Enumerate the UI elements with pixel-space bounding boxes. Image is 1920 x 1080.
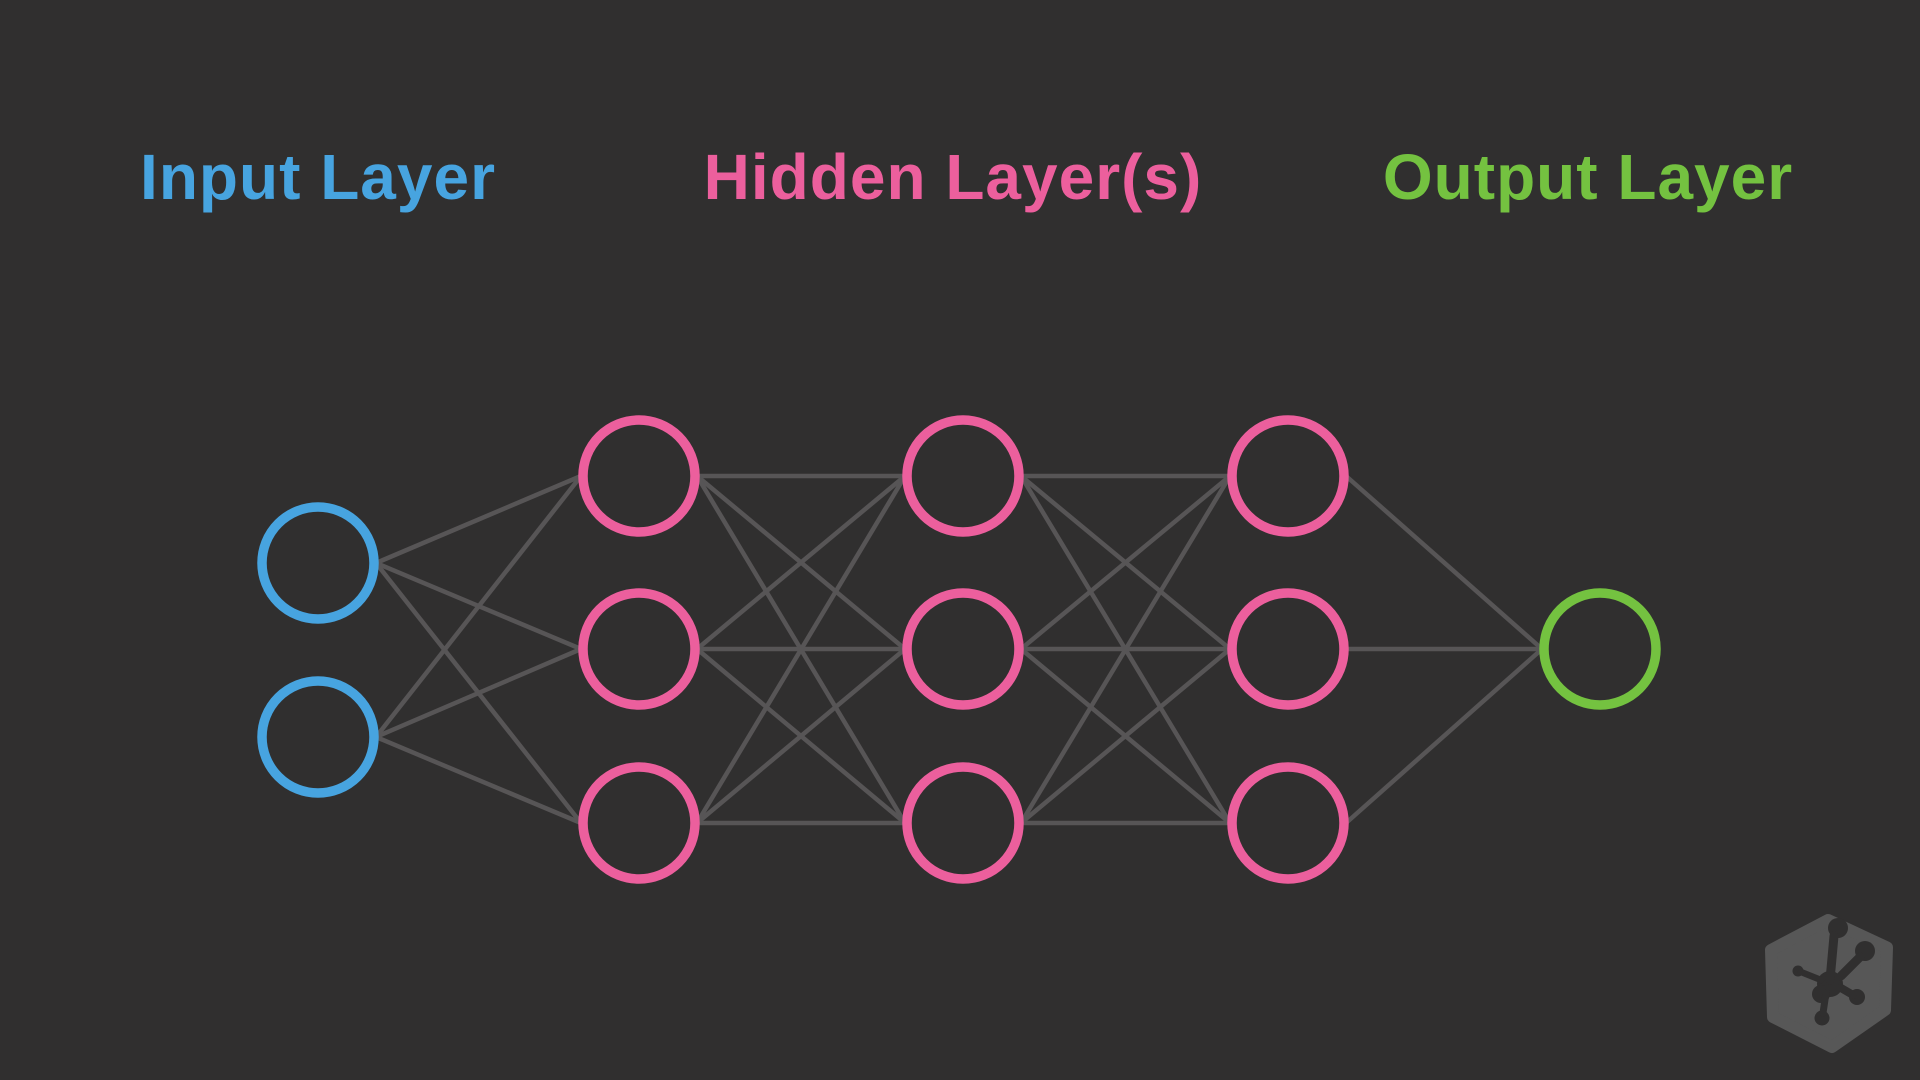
edge-hidden-layer-1-to-hidden-layer-2 <box>695 647 907 825</box>
input-layer-label: Input Layer <box>140 141 496 213</box>
edge-hidden-layer-2-to-hidden-layer-3 <box>1019 474 1232 651</box>
hidden-layer-2-node-2 <box>902 588 1024 710</box>
treehouse-logo <box>1765 914 1893 1053</box>
edge-hidden-layer-2-to-hidden-layer-3 <box>1019 474 1232 825</box>
edge-hidden-layer-3-to-output-layer <box>1344 474 1544 651</box>
hidden-layer-2-node-1 <box>902 415 1024 537</box>
hidden-layer-3-node-2 <box>1227 588 1349 710</box>
hidden-layer-3-node-3 <box>1227 762 1349 884</box>
frog-footprint-icon <box>1792 918 1875 1026</box>
output-layer-label: Output Layer <box>1382 141 1794 213</box>
hidden-layer-1-node-1 <box>578 415 700 537</box>
edge-hidden-layer-1-to-hidden-layer-2 <box>695 474 907 651</box>
edge-input-layer-to-hidden-layer-1 <box>375 646 582 740</box>
hidden-layer-2-node-3 <box>902 762 1024 884</box>
hidden-layer-label: Hidden Layer(s) <box>703 141 1203 213</box>
edge-hidden-layer-3-to-output-layer <box>1344 647 1544 825</box>
hidden-layer-1-node-2 <box>578 588 700 710</box>
hidden-layer-1-node-3 <box>578 762 700 884</box>
input-layer-node-2 <box>257 676 379 798</box>
output-layer-node-1 <box>1539 588 1661 710</box>
edge-hidden-layer-2-to-hidden-layer-3 <box>1019 647 1232 825</box>
input-layer-node-1 <box>257 502 379 624</box>
edge-input-layer-to-hidden-layer-1 <box>375 734 582 826</box>
edge-hidden-layer-1-to-hidden-layer-2 <box>695 474 907 825</box>
edge-input-layer-to-hidden-layer-1 <box>374 474 583 739</box>
hexagon-badge-outline <box>1765 914 1893 1053</box>
hidden-layer-3-node-1 <box>1227 415 1349 537</box>
edge-input-layer-to-hidden-layer-1 <box>375 473 582 566</box>
